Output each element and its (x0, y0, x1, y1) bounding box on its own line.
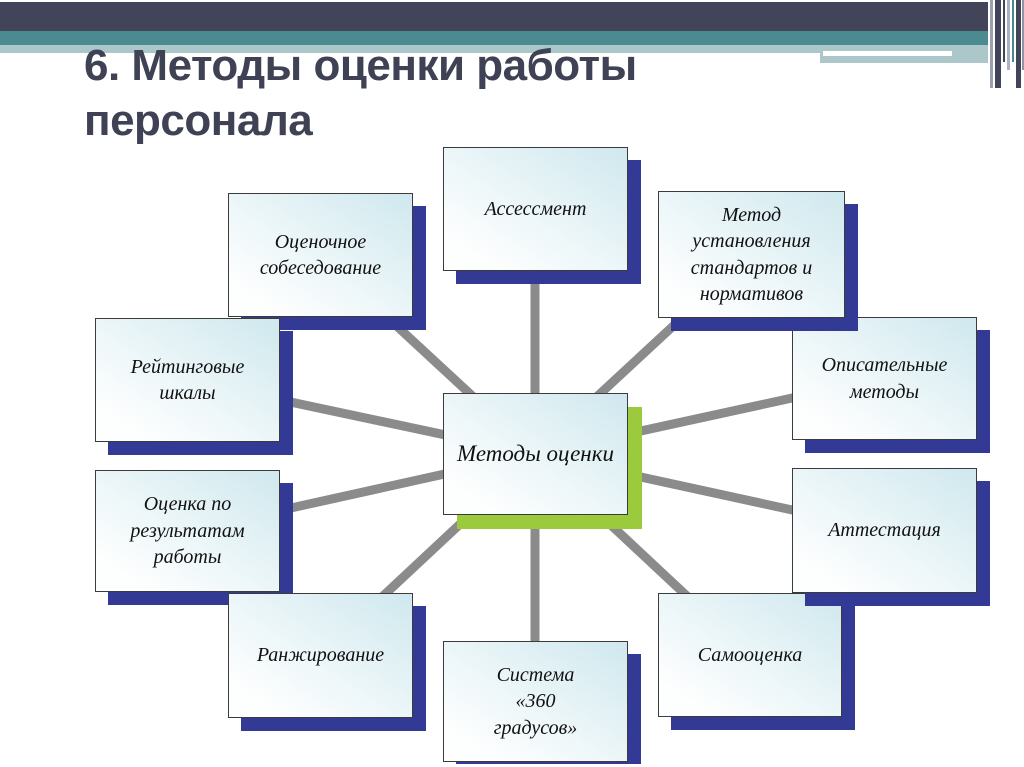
node-label: Оценка по результатам работы (130, 493, 245, 569)
slide-bottom-edge (0, 764, 1024, 767)
header-light-teal-bar (0, 45, 988, 53)
diagram-node-standards: Метод установления стандартов и норматив… (658, 191, 845, 318)
diagram-node-assessment: Ассессмент (443, 147, 628, 271)
node-label: Аттестация (828, 519, 941, 542)
diagram-node-self-assessment: Самооценка (658, 593, 842, 717)
diagram-node-descriptive: Описательные методы (792, 317, 977, 440)
diagram-node-interview: Оценочное собеседование (228, 193, 413, 317)
slide-title: 6. Методы оценки работы персонала (84, 41, 637, 145)
node-label: Рейтинговые шкалы (130, 355, 245, 404)
diagram-center-node: Методы оценки (443, 393, 628, 515)
header-teal-bar (0, 31, 988, 45)
diagram-node-ranking: Ранжирование (228, 593, 413, 718)
node-label: Метод установления стандартов и норматив… (690, 203, 813, 305)
diagram-node-results: Оценка по результатам работы (95, 470, 280, 592)
diagram-node-rating-scales: Рейтинговые шкалы (95, 318, 280, 442)
node-label: Оценочное собеседование (259, 230, 382, 279)
node-label: Самооценка (697, 643, 803, 666)
node-label: Система «360 градусов» (493, 663, 578, 739)
diagram-node-attestation: Аттестация (792, 468, 977, 593)
center-node-label: Методы оценки (457, 440, 614, 466)
diagram-node-system-360: Система «360 градусов» (443, 641, 628, 762)
header-dark-bar (0, 2, 988, 31)
node-label: Ранжирование (256, 644, 385, 667)
header-white-line (823, 51, 952, 56)
header-light-teal-extension (820, 53, 988, 63)
header-accent-stripes (988, 0, 1024, 95)
node-label: Описательные методы (821, 354, 948, 403)
node-label: Ассессмент (484, 197, 587, 220)
